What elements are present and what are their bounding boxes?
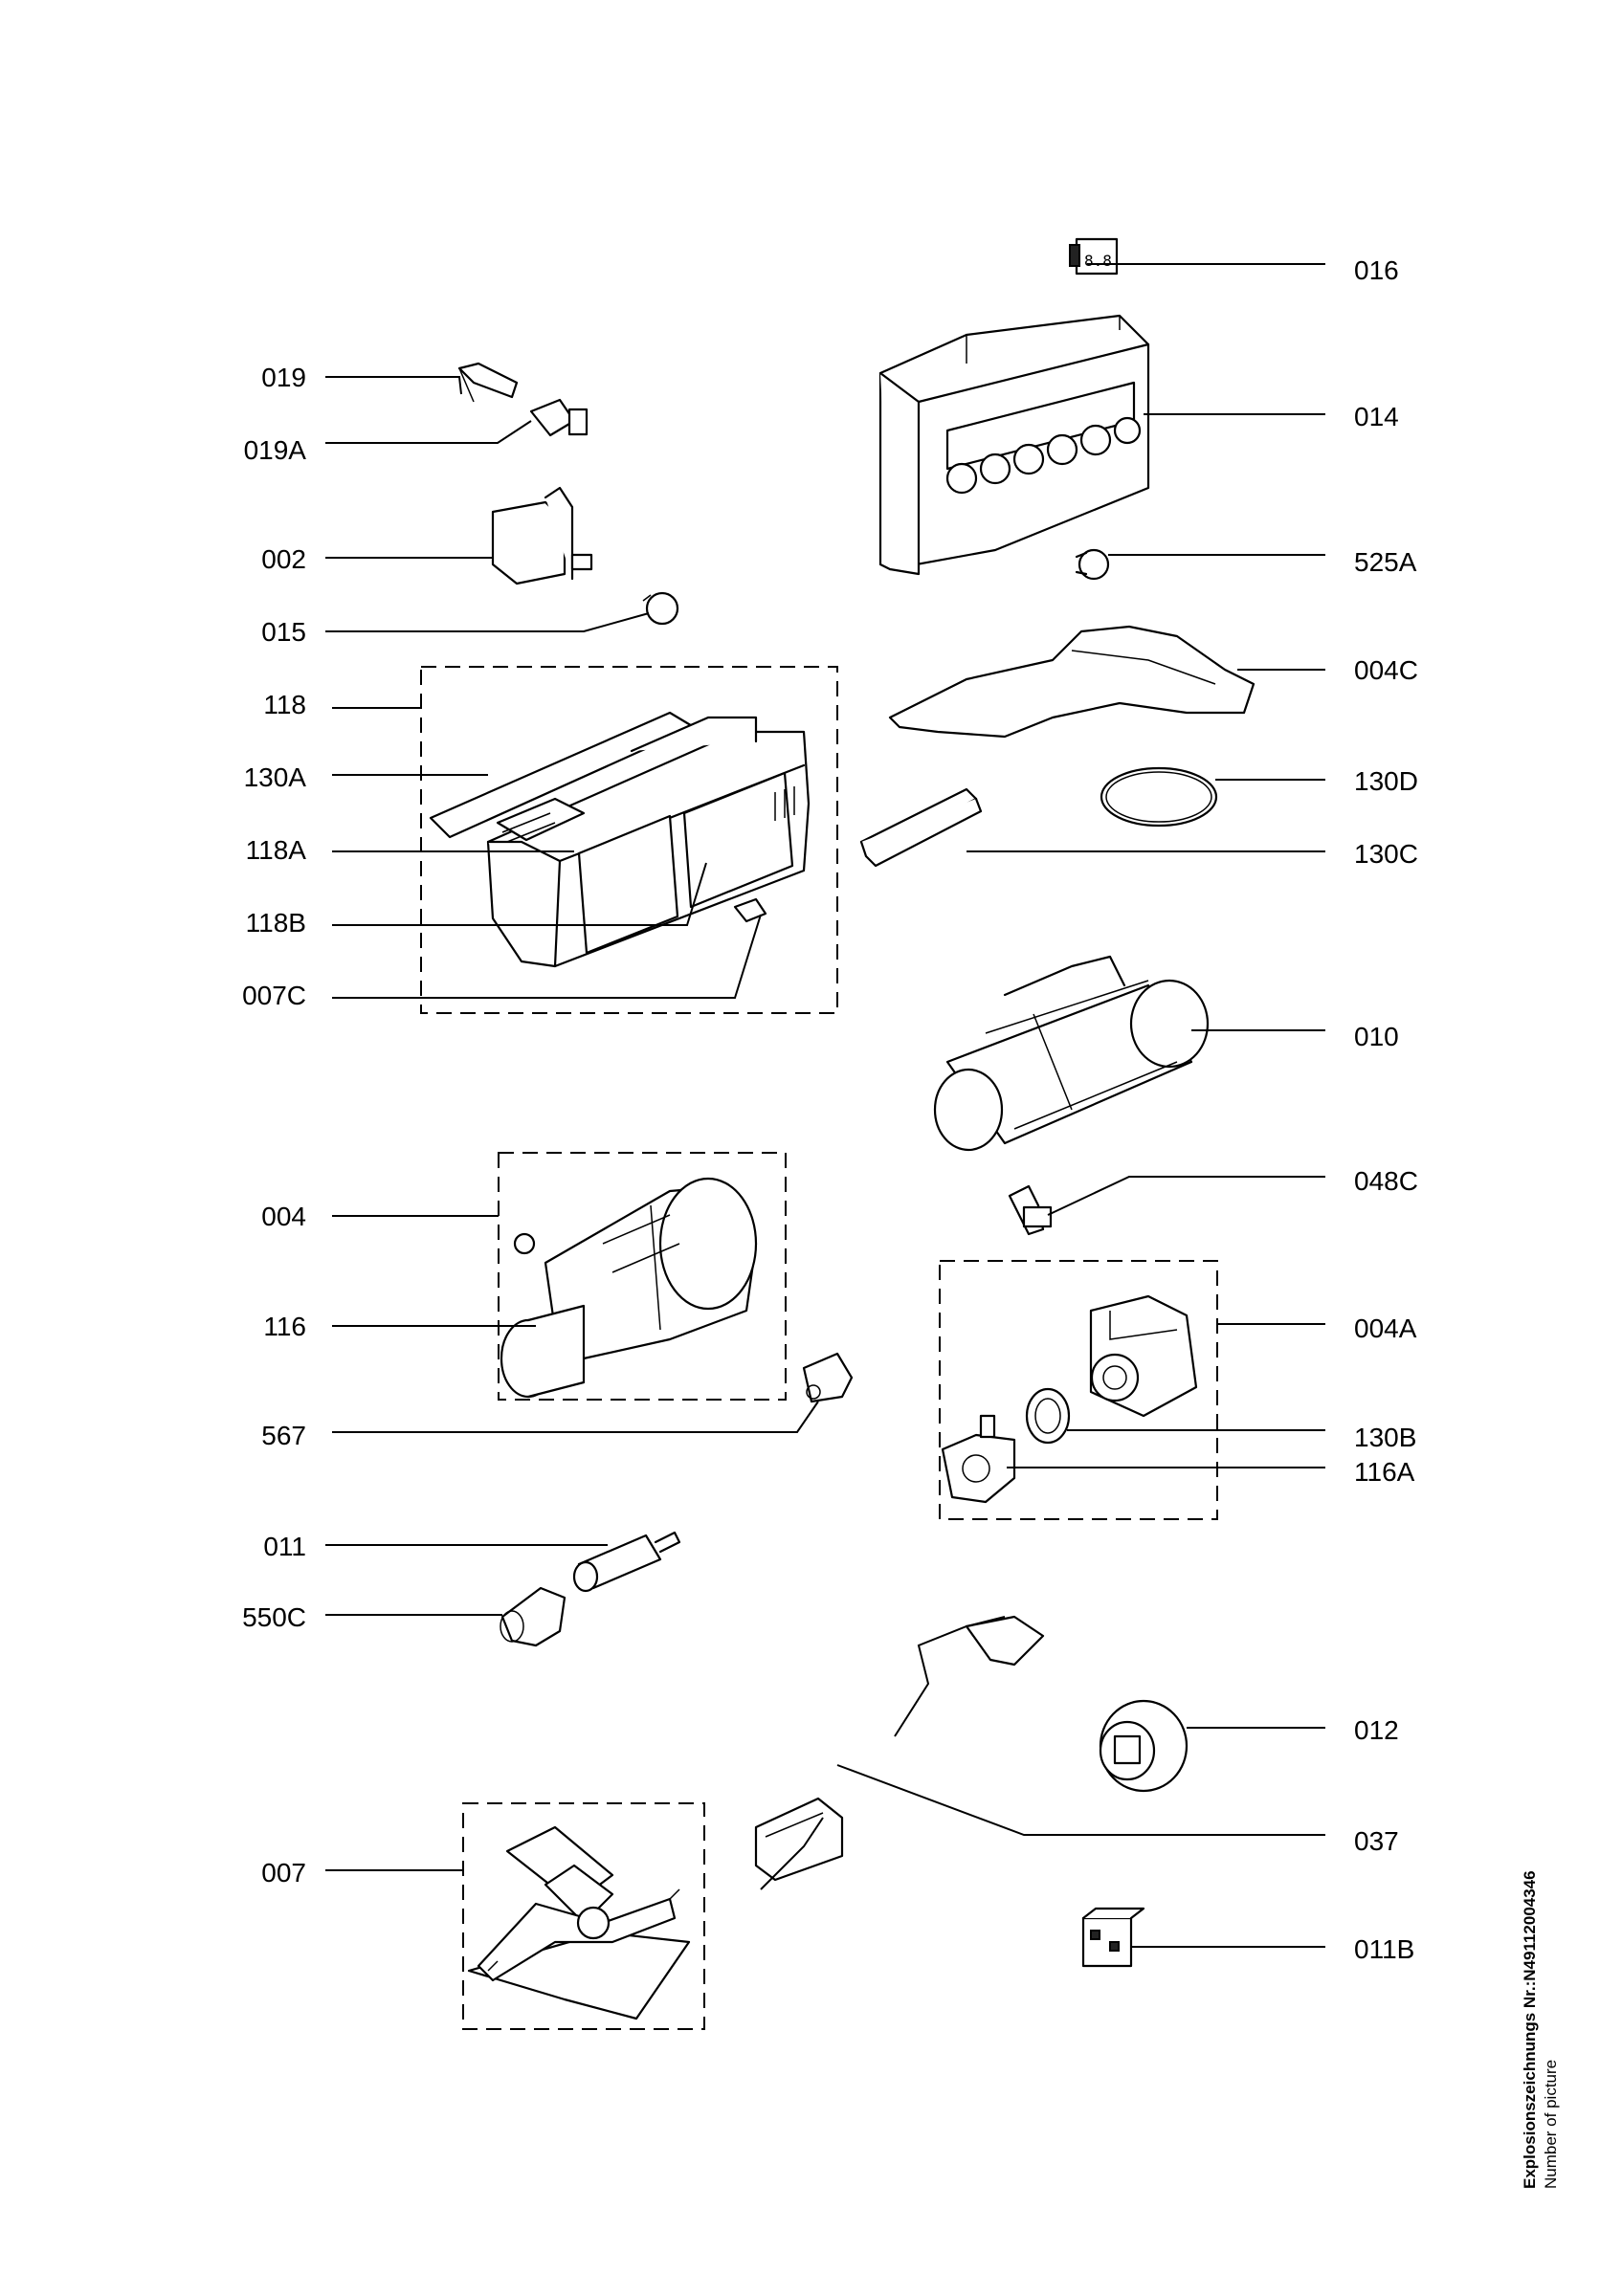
ring-seal-part-130D — [1100, 766, 1218, 828]
label-002: 002 — [261, 544, 306, 574]
group-box-drain-pump — [939, 1260, 1218, 1520]
label-118B: 118B — [246, 908, 306, 938]
seal-ring-part-130B — [1025, 1387, 1071, 1445]
leader-lines — [325, 263, 1325, 1948]
picture-number-footer: Explosionszeichnungs Nr.:N49112004346 Nu… — [1520, 1787, 1573, 2189]
capacitor-part-011 — [572, 1531, 681, 1593]
svg-text:8.8: 8.8 — [1084, 252, 1112, 270]
label-567: 567 — [261, 1421, 306, 1450]
label-130B: 130B — [1354, 1423, 1416, 1452]
label-116A: 116A — [1354, 1457, 1415, 1487]
label-011B: 011B — [1354, 1934, 1414, 1964]
label-525A: 525A — [1354, 547, 1417, 577]
knob-part-012 — [1099, 1699, 1189, 1793]
knob-part-525A — [1075, 548, 1110, 581]
pin-part-019A — [529, 398, 589, 437]
sensor-part-048C — [1008, 1184, 1053, 1236]
circulation-pump-part-004 — [500, 1177, 758, 1399]
clip-part-567 — [802, 1352, 854, 1403]
label-037: 037 — [1354, 1826, 1399, 1856]
label-004: 004 — [261, 1202, 306, 1231]
cover-plate-part-004C — [888, 625, 1255, 739]
label-011: 011 — [263, 1532, 306, 1561]
button-part-015 — [642, 591, 679, 626]
label-007: 007 — [261, 1858, 306, 1888]
relay-part-011B — [1081, 1907, 1145, 1968]
switch-part-002 — [491, 486, 593, 585]
heater-part-010 — [933, 955, 1210, 1152]
label-014: 014 — [1354, 402, 1399, 431]
label-019A: 019A — [244, 435, 307, 465]
dispenser-part-118 — [429, 711, 811, 968]
label-130C: 130C — [1354, 839, 1418, 869]
label-116: 116 — [263, 1312, 306, 1341]
group-box-spray-arm — [462, 1802, 705, 2030]
drain-pump-part-004A — [1089, 1294, 1198, 1418]
pump-housing-part-116A — [941, 1414, 1016, 1504]
label-007C: 007C — [242, 981, 306, 1010]
label-118A: 118A — [246, 835, 307, 865]
clip-part-019 — [457, 362, 519, 403]
tab-part-007C — [733, 897, 767, 923]
spray-arm-part-007 — [467, 1825, 691, 2020]
number-of-picture-caption: Number of picture — [1542, 2059, 1560, 2189]
drawing-number: Explosionszeichnungs Nr.:N49112004346 — [1521, 1870, 1539, 2189]
label-550C: 550C — [242, 1602, 306, 1632]
label-010: 010 — [1354, 1022, 1399, 1051]
display-part-016: 8.8 — [1069, 237, 1119, 276]
label-130A: 130A — [244, 762, 307, 792]
label-004C: 004C — [1354, 655, 1418, 685]
label-130D: 130D — [1354, 766, 1418, 796]
label-048C: 048C — [1354, 1166, 1418, 1196]
label-118: 118 — [263, 690, 306, 719]
group-box-circulation-pump — [498, 1152, 787, 1401]
label-015: 015 — [261, 617, 306, 647]
seal-strip-part-130C — [859, 787, 983, 868]
label-004A: 004A — [1354, 1314, 1417, 1343]
label-012: 012 — [1354, 1715, 1399, 1745]
label-016: 016 — [1354, 255, 1399, 285]
control-module-part-014 — [878, 314, 1150, 576]
group-box-dispenser — [420, 666, 838, 1014]
power-cable-part-037 — [754, 1615, 1045, 1890]
label-019: 019 — [261, 363, 306, 392]
cap-part-550C — [500, 1586, 567, 1647]
